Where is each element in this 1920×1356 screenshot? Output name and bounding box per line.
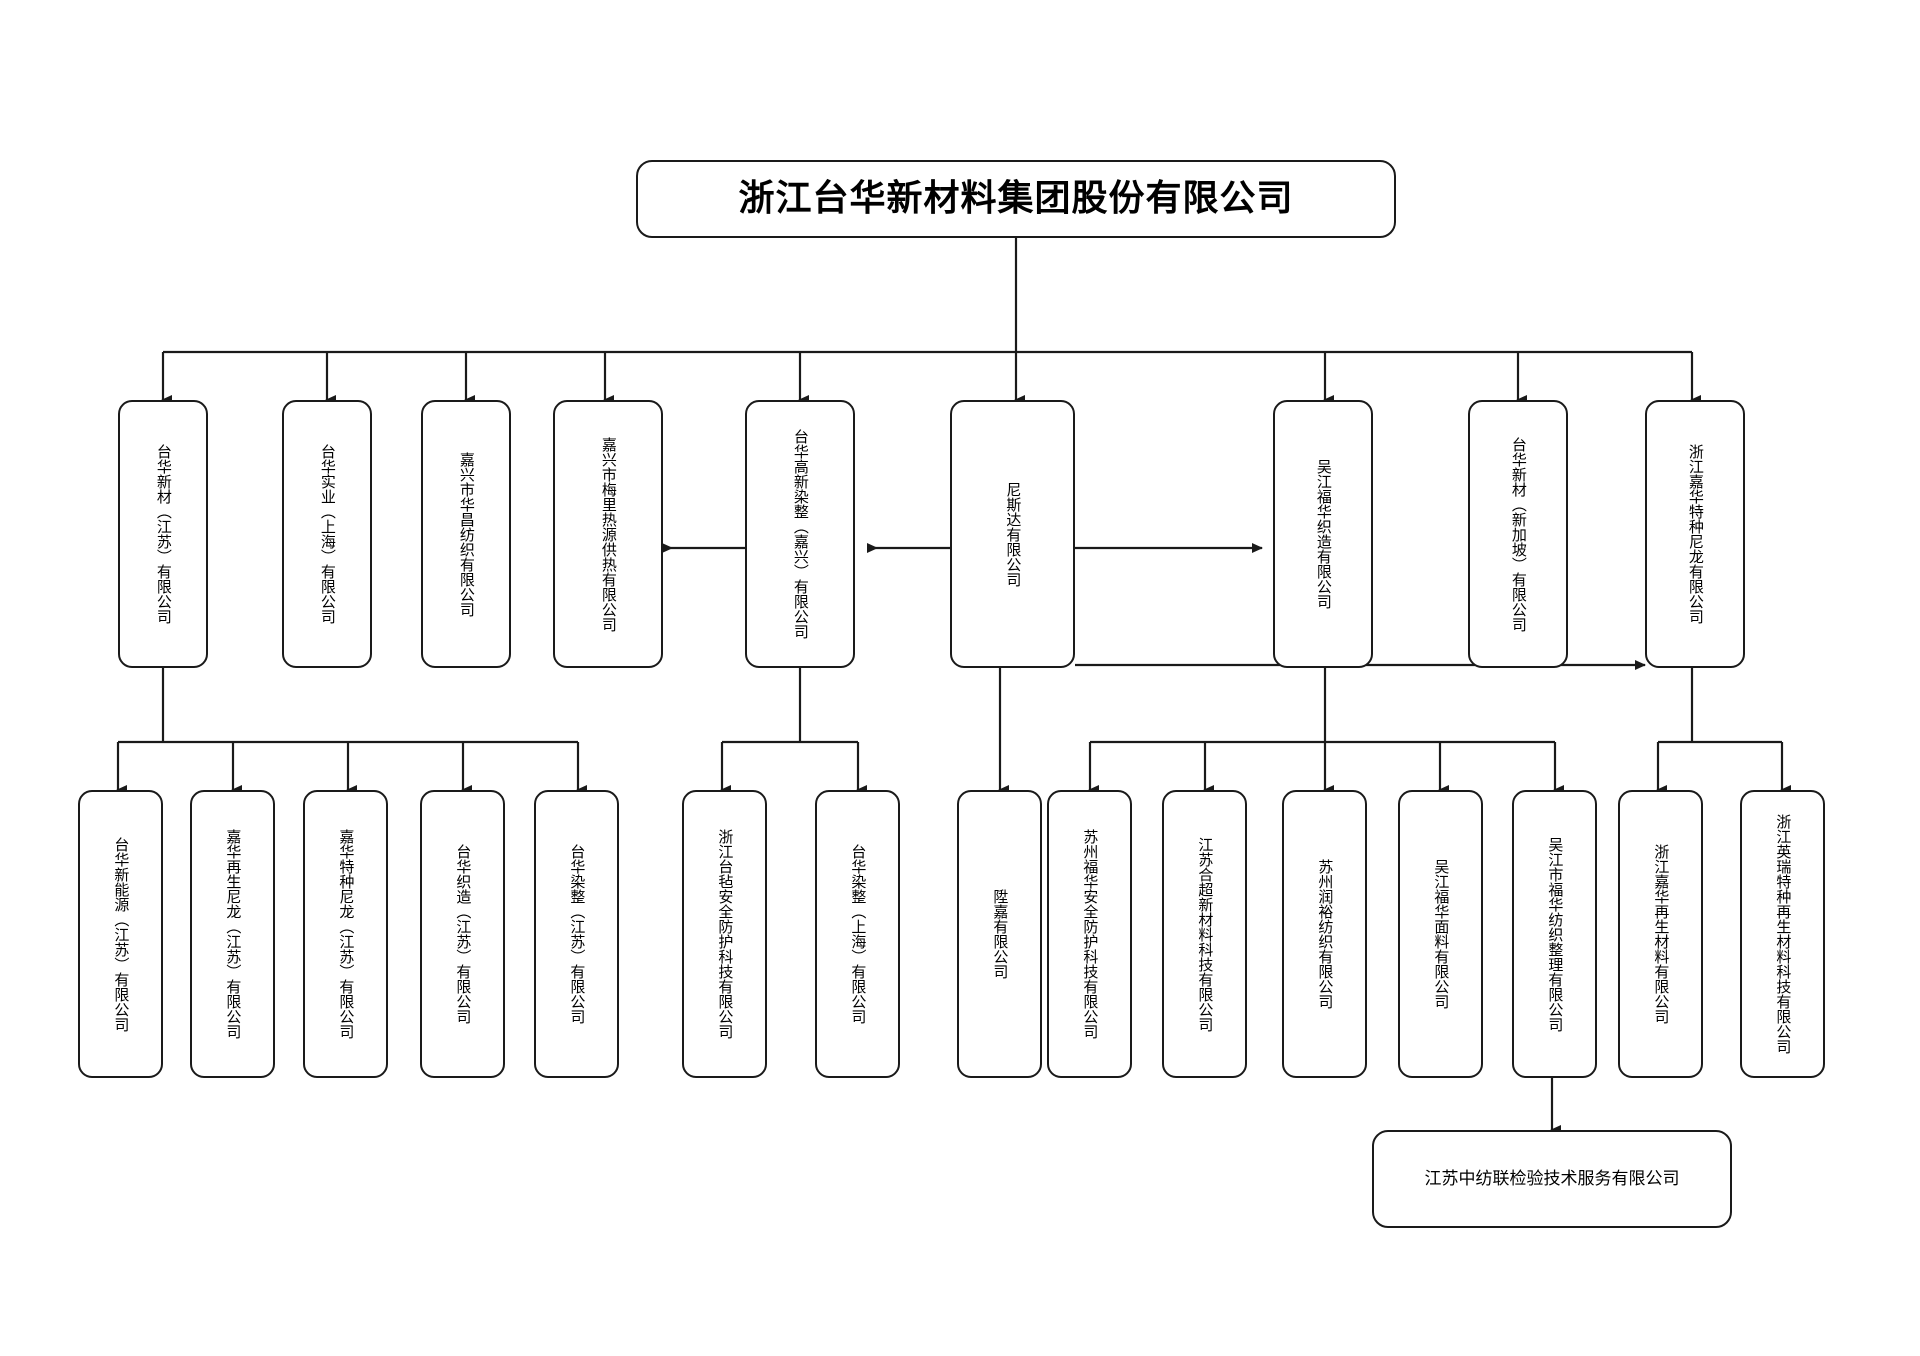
level1-node-1[interactable]: 台华实业（上海）有限公司 [282,400,372,668]
level2-label-5: 浙江台毡安全防护科技有限公司 [716,829,735,1039]
level2-label-12: 吴江市福华纺织整理有限公司 [1546,836,1565,1032]
level2-node-4[interactable]: 台华染整（江苏）有限公司 [534,790,619,1078]
level2-node-8[interactable]: 苏州福华安全防护科技有限公司 [1047,790,1132,1078]
level2-label-6: 台华染整（上海）有限公司 [849,844,868,1024]
level2-label-14: 浙江英瑞特种再生材料科技有限公司 [1774,814,1793,1054]
level2-node-6[interactable]: 台华染整（上海）有限公司 [815,790,900,1078]
level3-node-0[interactable]: 江苏中纺联检验技术服务有限公司 [1372,1130,1732,1228]
level1-label-7: 台华新材（新加坡）有限公司 [1509,436,1528,632]
level1-node-6[interactable]: 吴江福华织造有限公司 [1273,400,1373,668]
level1-label-6: 吴江福华织造有限公司 [1314,459,1333,609]
level2-node-3[interactable]: 台华织造（江苏）有限公司 [420,790,505,1078]
level2-node-12[interactable]: 吴江市福华纺织整理有限公司 [1512,790,1597,1078]
level2-label-2: 嘉华特种尼龙（江苏）有限公司 [337,829,356,1039]
level1-label-1: 台华实业（上海）有限公司 [318,444,337,624]
level2-node-14[interactable]: 浙江英瑞特种再生材料科技有限公司 [1740,790,1825,1078]
level1-node-4[interactable]: 台华高新染整（嘉兴）有限公司 [745,400,855,668]
level1-node-7[interactable]: 台华新材（新加坡）有限公司 [1468,400,1568,668]
root-company-label: 浙江台华新材料集团股份有限公司 [738,177,1294,219]
level1-node-2[interactable]: 嘉兴市华昌纺织有限公司 [421,400,511,668]
level2-node-9[interactable]: 江苏合超新材料科技有限公司 [1162,790,1247,1078]
level1-node-8[interactable]: 浙江嘉华特种尼龙有限公司 [1645,400,1745,668]
level1-node-3[interactable]: 嘉兴市梅里热源供热有限公司 [553,400,663,668]
level2-label-11: 吴江福华面料有限公司 [1432,859,1451,1009]
level2-label-9: 江苏合超新材料科技有限公司 [1196,836,1215,1032]
level2-node-1[interactable]: 嘉华再生尼龙（江苏）有限公司 [190,790,275,1078]
level2-label-4: 台华染整（江苏）有限公司 [568,844,587,1024]
level2-node-10[interactable]: 苏州润裕纺织有限公司 [1282,790,1367,1078]
level1-label-8: 浙江嘉华特种尼龙有限公司 [1686,444,1705,624]
level2-label-0: 台华新能源（江苏）有限公司 [112,836,131,1032]
level2-label-7: 陞嘉有限公司 [991,889,1010,979]
level1-label-4: 台华高新染整（嘉兴）有限公司 [791,429,810,639]
level3-label-0: 江苏中纺联检验技术服务有限公司 [1424,1168,1680,1189]
level1-label-5: 尼斯达有限公司 [1004,481,1023,587]
level2-node-2[interactable]: 嘉华特种尼龙（江苏）有限公司 [303,790,388,1078]
level2-node-0[interactable]: 台华新能源（江苏）有限公司 [78,790,163,1078]
level1-label-3: 嘉兴市梅里热源供热有限公司 [599,436,618,632]
level1-label-2: 嘉兴市华昌纺织有限公司 [457,451,476,617]
level2-label-1: 嘉华再生尼龙（江苏）有限公司 [224,829,243,1039]
level1-label-0: 台华新材（江苏）有限公司 [154,444,173,624]
level1-node-0[interactable]: 台华新材（江苏）有限公司 [118,400,208,668]
level2-label-13: 浙江嘉华再生材料有限公司 [1652,844,1671,1024]
level2-node-7[interactable]: 陞嘉有限公司 [957,790,1042,1078]
level1-node-5[interactable]: 尼斯达有限公司 [950,400,1075,668]
level2-node-5[interactable]: 浙江台毡安全防护科技有限公司 [682,790,767,1078]
root-company-box[interactable]: 浙江台华新材料集团股份有限公司 [636,160,1396,238]
level2-node-11[interactable]: 吴江福华面料有限公司 [1398,790,1483,1078]
level2-label-10: 苏州润裕纺织有限公司 [1316,859,1335,1009]
level2-node-13[interactable]: 浙江嘉华再生材料有限公司 [1618,790,1703,1078]
level2-label-3: 台华织造（江苏）有限公司 [454,844,473,1024]
level2-label-8: 苏州福华安全防护科技有限公司 [1081,829,1100,1039]
